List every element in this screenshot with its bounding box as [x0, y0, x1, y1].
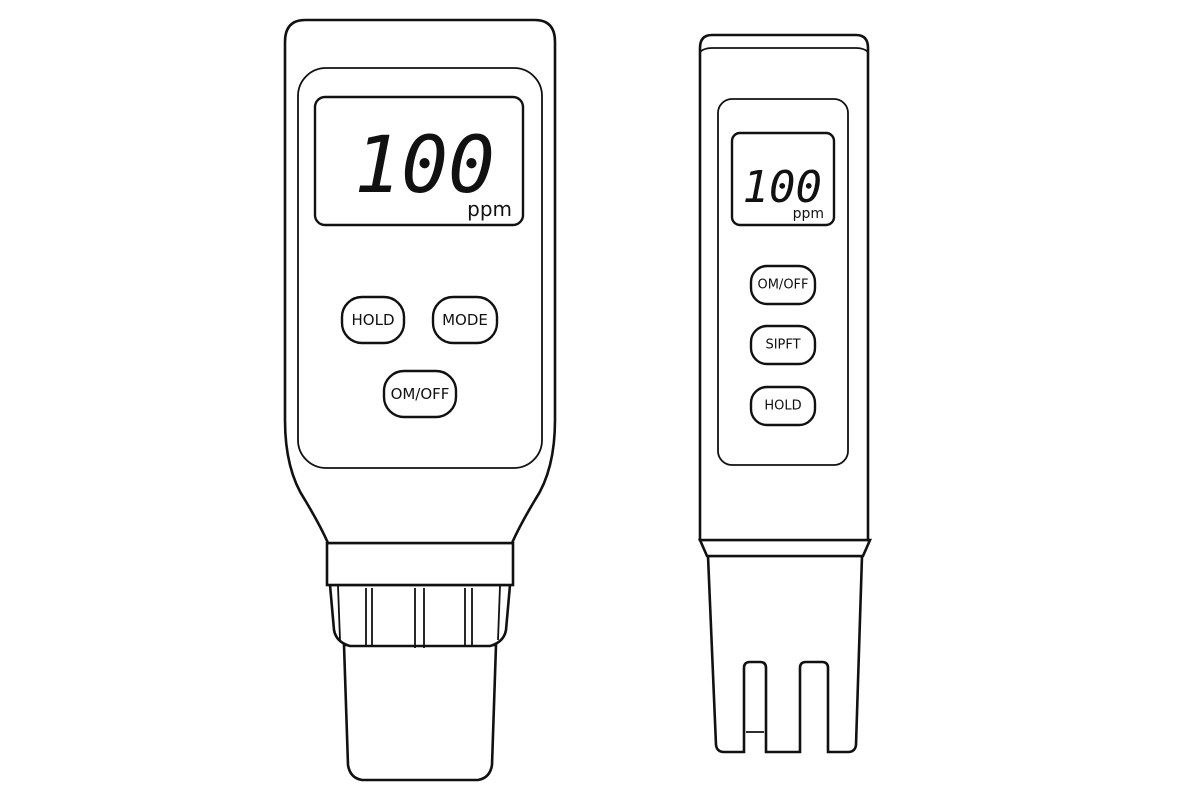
lcd-screen [313, 95, 525, 227]
mode-button[interactable]: MODE [431, 295, 499, 345]
svg-text:OM/OFF: OM/OFF [757, 278, 808, 293]
front-panel [297, 67, 543, 469]
knurled-collar [328, 583, 512, 648]
collar-ridge [497, 585, 501, 641]
pen-lcd-reading: 100 [743, 162, 822, 213]
power-button[interactable]: OM/OFF [382, 369, 458, 419]
neck-band [325, 541, 515, 587]
lcd-reading: 100 [354, 121, 495, 211]
svg-text:OM/OFF: OM/OFF [391, 385, 450, 403]
meter-body [283, 18, 557, 545]
pen-power-button[interactable]: OM/OFF [749, 264, 817, 306]
probe-housing [342, 643, 498, 782]
pen-taper [698, 538, 872, 558]
cap-edge [699, 47, 869, 53]
lcd-unit: ppm [467, 197, 512, 221]
pen-lcd-unit: ppm [793, 206, 824, 222]
hold-button[interactable]: HOLD [340, 295, 406, 345]
pen-body [698, 33, 870, 542]
pen-hold-button[interactable]: HOLD [749, 385, 817, 427]
pen-shift-button[interactable]: SIPFT [749, 324, 817, 366]
pen-front-panel [717, 98, 849, 466]
svg-text:MODE: MODE [442, 311, 488, 329]
svg-text:SIPFT: SIPFT [765, 338, 800, 353]
handheld-meter-left: 100 ppm HOLD MODE OM/OFF [283, 18, 557, 782]
pen-meter-right: 100 ppm OM/OFF SIPFT HOLD [698, 33, 872, 754]
pen-lcd-screen [730, 131, 836, 227]
collar-ridge [337, 585, 341, 641]
svg-text:HOLD: HOLD [764, 399, 801, 414]
probe-section [706, 554, 864, 754]
svg-text:HOLD: HOLD [352, 311, 395, 329]
